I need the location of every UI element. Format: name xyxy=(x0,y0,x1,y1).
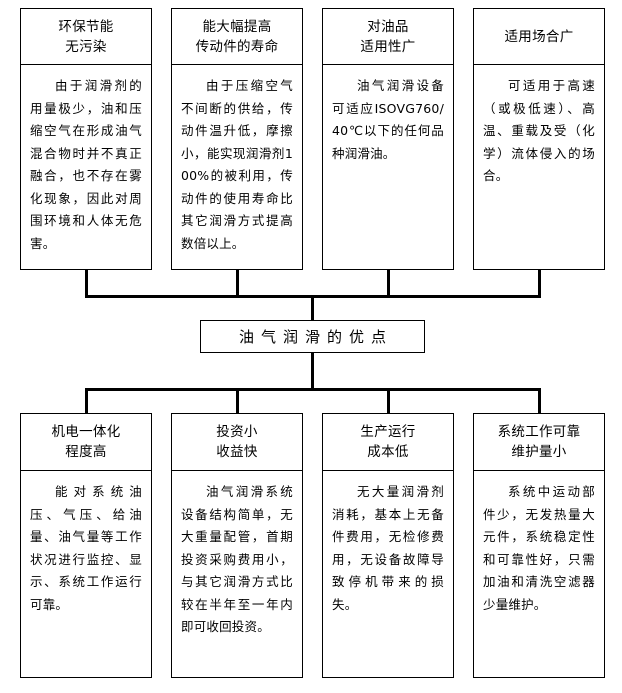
connector-stub-oil-compat xyxy=(387,270,390,297)
connector-stub-mechatronics xyxy=(85,388,88,414)
node-mechatronics-header-line2: 程度高 xyxy=(65,444,107,460)
connector-stub-cost xyxy=(387,388,390,414)
node-eco-header-line2: 无污染 xyxy=(65,38,107,55)
node-life-header-line2: 传动件的寿命 xyxy=(195,38,279,55)
node-investment[interactable]: 投资小 收益快 油气润滑系统设备结构简单，无大重量配管，首期投资采购费用小，与其… xyxy=(171,413,303,678)
node-life-header-line1: 能大幅提高 xyxy=(202,18,272,35)
node-application-header: 适用场合广 xyxy=(474,9,604,65)
node-mechatronics[interactable]: 机电一体化 程度高 能对系统油压、气压、给油量、油气量等工作状况进行监控、显示、… xyxy=(20,413,152,678)
node-oil-compat[interactable]: 对油品 适用性广 油气润滑设备可适应ISOVG760/40℃以下的任何品种润滑油… xyxy=(322,8,454,270)
node-reliability-body: 系统中运动部件少，无发热量大元件，系统稳定性和可靠性好，只需加油和清洗空滤器少量… xyxy=(483,484,595,612)
node-application-body: 可适用于高速（或极低速）、高温、重载及受（化学）流体侵入的场合。 xyxy=(483,78,595,183)
node-cost-header-line1: 生产运行 xyxy=(360,424,416,440)
node-investment-header-line2: 收益快 xyxy=(216,444,258,460)
node-oil-compat-header-line1: 对油品 xyxy=(367,18,409,35)
connector-hub-to-bottom xyxy=(311,352,314,390)
node-mechatronics-body: 能对系统油压、气压、给油量、油气量等工作状况进行监控、显示、系统工作运行可靠。 xyxy=(30,484,142,612)
node-mechatronics-header-line1: 机电一体化 xyxy=(51,424,121,440)
node-eco-body: 由于润滑剂的用量极少，油和压缩空气在形成油气混合物时并不真正融合，也不存在雾化现… xyxy=(30,78,142,251)
node-reliability-header-line2: 维护量小 xyxy=(511,444,567,460)
connector-stub-life xyxy=(236,270,239,297)
node-reliability[interactable]: 系统工作可靠 维护量小 系统中运动部件少，无发热量大元件，系统稳定性和可靠性好，… xyxy=(473,413,605,678)
node-oil-compat-header-line2: 适用性广 xyxy=(360,38,416,55)
connector-stub-eco xyxy=(85,270,88,297)
node-eco-header: 环保节能 无污染 xyxy=(21,9,151,65)
node-reliability-header: 系统工作可靠 维护量小 xyxy=(474,414,604,471)
node-life[interactable]: 能大幅提高 传动件的寿命 由于压缩空气不间断的供给，传动件温升低，摩擦小，能实现… xyxy=(171,8,303,270)
node-oil-compat-body: 油气润滑设备可适应ISOVG760/40℃以下的任何品种润滑油。 xyxy=(332,78,444,161)
connector-top-to-hub xyxy=(311,295,314,322)
node-eco-header-line1: 环保节能 xyxy=(58,18,114,35)
center-title-box[interactable]: 油气润滑的优点 xyxy=(200,320,425,353)
node-investment-header: 投资小 收益快 xyxy=(172,414,302,471)
node-cost-body: 无大量润滑剂消耗，基本上无备件费用，无检修费用，无设备故障导致停机带来的损失。 xyxy=(332,484,444,612)
connector-stub-reliability xyxy=(538,388,541,414)
node-application-header-line1: 适用场合广 xyxy=(504,28,574,45)
node-reliability-header-line1: 系统工作可靠 xyxy=(497,424,581,440)
connector-stub-application xyxy=(538,270,541,297)
node-investment-body: 油气润滑系统设备结构简单，无大重量配管，首期投资采购费用小，与其它润滑方式比较在… xyxy=(181,484,293,634)
node-cost-header-line2: 成本低 xyxy=(367,444,409,460)
connector-bus-bottom xyxy=(85,388,541,391)
node-application[interactable]: 适用场合广 可适用于高速（或极低速）、高温、重载及受（化学）流体侵入的场合。 xyxy=(473,8,605,270)
node-oil-compat-header: 对油品 适用性广 xyxy=(323,9,453,65)
node-eco[interactable]: 环保节能 无污染 由于润滑剂的用量极少，油和压缩空气在形成油气混合物时并不真正融… xyxy=(20,8,152,270)
connector-stub-investment xyxy=(236,388,239,414)
node-life-body: 由于压缩空气不间断的供给，传动件温升低，摩擦小，能实现润滑剂100%的被利用，传… xyxy=(181,78,293,251)
node-cost[interactable]: 生产运行 成本低 无大量润滑剂消耗，基本上无备件费用，无检修费用，无设备故障导致… xyxy=(322,413,454,678)
node-mechatronics-header: 机电一体化 程度高 xyxy=(21,414,151,471)
node-cost-header: 生产运行 成本低 xyxy=(323,414,453,471)
node-life-header: 能大幅提高 传动件的寿命 xyxy=(172,9,302,65)
node-investment-header-line1: 投资小 xyxy=(216,424,258,440)
